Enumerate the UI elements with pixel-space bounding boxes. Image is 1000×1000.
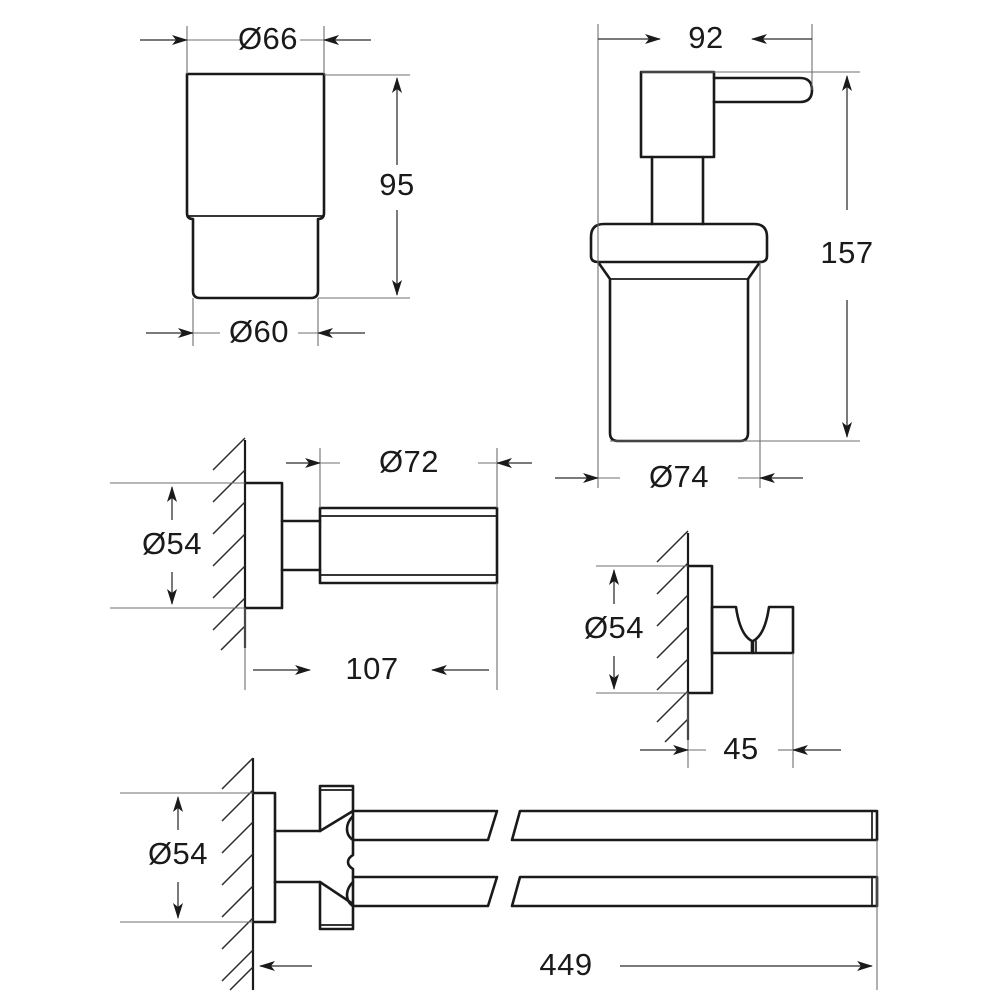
towel-rail-extension-lines [120,792,878,990]
dim-label-d54-b: Ø54 [584,610,644,645]
dim-paper-holder-rosette: Ø54 [142,486,202,605]
view-tumbler: Ø66 95 Ø60 [140,21,414,349]
towel-rail-wall [221,757,255,991]
tumbler-extension-lines [186,26,410,346]
dim-label-d72: Ø72 [379,444,439,479]
dim-label-d54-c: Ø54 [148,836,208,871]
view-towel-rail: Ø54 449 [120,757,879,991]
dim-label-107: 107 [345,651,398,686]
dim-tumbler-bottom-diameter: Ø60 [146,314,365,349]
dim-dispenser-height: 157 [820,75,873,438]
paper-holder-outline [243,481,499,610]
dim-label-449: 449 [539,947,592,982]
dim-label-d74: Ø74 [649,459,709,494]
dim-dispenser-diameter: Ø74 [555,459,803,494]
dim-label-d60: Ø60 [229,314,289,349]
soap-dispenser-outline [589,70,814,443]
dim-towel-rail-rosette: Ø54 [148,796,208,919]
soap-dispenser-extension-lines [597,24,860,488]
tumbler-outline [185,72,326,300]
dim-robe-hook-projection: 45 [640,731,841,766]
dim-label-95: 95 [379,167,414,202]
dim-label-d54-a: Ø54 [142,526,202,561]
wall-hatching [221,757,254,991]
view-soap-dispenser: 92 157 Ø74 [555,20,873,494]
robe-hook-extension-lines [596,565,794,768]
view-paper-holder: Ø54 Ø72 107 [110,437,532,690]
robe-hook-outline [686,564,795,695]
paper-holder-wall [212,437,247,651]
dim-tumbler-top-diameter: Ø66 [140,21,371,56]
view-robe-hook: Ø54 45 [584,530,841,768]
dim-paper-holder-roller: Ø72 [286,444,532,479]
wall-hatching [212,437,246,651]
dim-robe-hook-rosette: Ø54 [584,569,644,690]
dim-towel-rail-length: 449 [259,947,873,982]
robe-hook-wall [656,530,690,743]
dim-label-d66: Ø66 [238,21,298,56]
dim-label-45: 45 [723,731,758,766]
wall-hatching [656,530,689,743]
dim-label-92: 92 [688,20,723,55]
towel-rail-outline [251,784,879,931]
dim-tumbler-height: 95 [379,77,414,296]
dim-label-157: 157 [820,235,873,270]
dim-dispenser-projection: 92 [598,20,812,55]
dim-paper-holder-projection: 107 [253,651,489,686]
